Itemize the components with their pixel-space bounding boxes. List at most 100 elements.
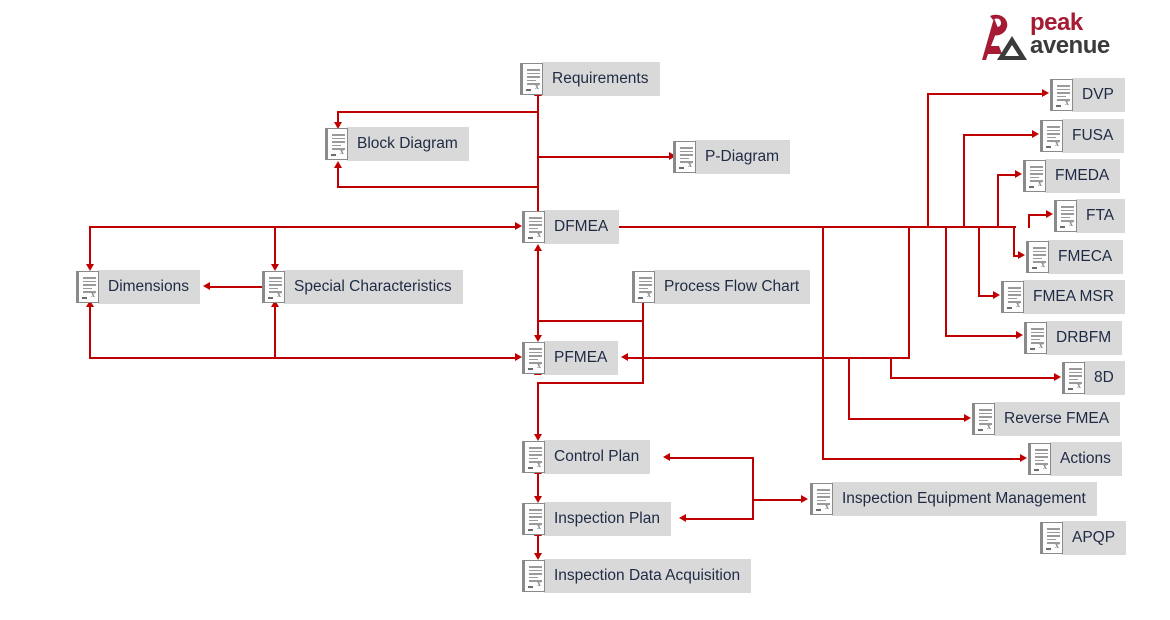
edge-dfmea-fmeca-riser (1013, 226, 1015, 256)
node-label: Block Diagram (347, 127, 469, 161)
node-fusa[interactable]: x FUSA (1040, 119, 1125, 153)
edge-dfmea-pdiagram (537, 156, 671, 158)
document-icon: x (522, 342, 545, 374)
logo-text-peak: peak (1030, 9, 1083, 36)
arrowhead-actions (1020, 453, 1027, 462)
document-icon: x (1026, 241, 1049, 273)
document-icon: x (1028, 443, 1051, 475)
edge-pfmea-special-characteristics (274, 307, 276, 357)
node-label: Inspection Equipment Management (832, 482, 1097, 516)
document-icon: x (810, 483, 833, 515)
node-label: DFMEA (544, 210, 620, 244)
arrowhead-fta (1046, 209, 1053, 218)
arrowhead-fmeca (1018, 250, 1025, 259)
node-fta[interactable]: x FTA (1054, 199, 1126, 233)
peak-avenue-logo: peak avenue (968, 9, 1128, 66)
node-label: FTA (1076, 199, 1126, 233)
node-p-diagram[interactable]: x P-Diagram (673, 140, 791, 174)
edge-iem-inspectionplan (686, 518, 754, 520)
edge-dfmea-fmeca (1013, 255, 1020, 257)
node-dimensions[interactable]: x Dimensions (76, 270, 200, 304)
document-icon: x (520, 63, 543, 95)
node-label: Actions (1050, 442, 1122, 476)
node-inspection-data-acquisition[interactable]: x Inspection Data Acquisition (522, 559, 752, 593)
node-control-plan[interactable]: x Control Plan (522, 440, 651, 474)
node-inspection-equipment-management[interactable]: x Inspection Equipment Management (810, 482, 1097, 516)
node-label: Inspection Data Acquisition (544, 559, 752, 593)
node-requirements[interactable]: x Requirements (520, 62, 660, 96)
edge-dfmea-drbfm-riser (945, 226, 947, 336)
node-apqp[interactable]: x APQP (1040, 521, 1127, 555)
node-label: Reverse FMEA (994, 402, 1121, 436)
arrowhead-pfmea-left (515, 352, 522, 361)
arrowhead-block-diagram (333, 122, 342, 129)
edge-blockdiagram-dfmea-bottom (337, 186, 538, 188)
node-pfmea[interactable]: x PFMEA (522, 341, 619, 375)
document-icon: x (76, 271, 99, 303)
arrowhead-iem (801, 494, 808, 503)
node-label: Special Characteristics (284, 270, 463, 304)
edge-blockdiagram-riser (337, 168, 339, 188)
document-icon: x (1062, 362, 1085, 394)
node-block-diagram[interactable]: x Block Diagram (325, 127, 469, 161)
edge-inspectionplan-inspectiondata (537, 536, 539, 557)
document-icon: x (522, 211, 545, 243)
arrowhead-inspection-data-down (533, 553, 542, 560)
edge-dfmea-fmeda-riser (997, 174, 999, 228)
edge-dfmea-dimensions (89, 226, 91, 265)
node-label: FMEA MSR (1023, 280, 1125, 314)
arrowhead-fmea-msr (993, 290, 1000, 299)
node-fmeda[interactable]: x FMEDA (1023, 159, 1121, 193)
edge-iem-controlplan (670, 457, 754, 459)
node-label: FUSA (1062, 119, 1125, 153)
edge-processflow-pfmea-bottom (537, 382, 644, 384)
node-label: Control Plan (544, 440, 651, 474)
node-label: Inspection Plan (544, 502, 671, 536)
edge-bus-dfmea-left (89, 226, 519, 228)
node-fmea-msr[interactable]: x FMEA MSR (1001, 280, 1125, 314)
edge-processflow-drop (642, 320, 644, 384)
edge-pfmea-dimensions (89, 307, 91, 357)
node-actions[interactable]: x Actions (1028, 442, 1122, 476)
document-icon: x (522, 441, 545, 473)
document-icon: x (1050, 79, 1073, 111)
node-label: DRBFM (1046, 321, 1123, 355)
document-icon: x (673, 141, 696, 173)
document-icon: x (262, 271, 285, 303)
edge-pfmea-actions (822, 458, 1022, 460)
node-special-characteristics[interactable]: x Special Characteristics (262, 270, 463, 304)
edge-iem-branch (752, 457, 754, 520)
node-dvp[interactable]: x DVP (1050, 78, 1125, 112)
node-reverse-fmea[interactable]: x Reverse FMEA (972, 402, 1121, 436)
document-icon: x (1023, 160, 1046, 192)
edge-dfmea-fusa-riser (963, 134, 965, 228)
node-label: DVP (1072, 78, 1125, 112)
node-label: Requirements (542, 62, 660, 96)
edge-bus-link-822 (822, 226, 824, 359)
edge-bus-pfmea-left (89, 357, 519, 359)
arrowhead-8d (1054, 372, 1061, 381)
edge-dfmea-dvp-riser (927, 93, 929, 228)
edge-pfmea-reversefmea-riser (848, 357, 850, 419)
arrowhead-pfmea-right (621, 352, 628, 361)
node-fmeca[interactable]: x FMECA (1026, 240, 1124, 274)
node-process-flow-chart[interactable]: x Process Flow Chart (632, 270, 811, 304)
arrowhead-dfmea-up (533, 244, 542, 251)
edge-bus-link-910 (908, 226, 910, 359)
edge-dfmea-blockdiagram-top (337, 111, 538, 113)
edge-pfmea-8d-riser (890, 357, 892, 378)
edge-dfmea-fmeamsr (978, 295, 995, 297)
node-dfmea[interactable]: x DFMEA (522, 210, 620, 244)
node-8d[interactable]: x 8D (1062, 361, 1125, 395)
node-drbfm[interactable]: x DRBFM (1024, 321, 1123, 355)
edge-pfmea-reversefmea (848, 418, 966, 420)
node-inspection-plan[interactable]: x Inspection Plan (522, 502, 671, 536)
edge-dfmea-fmeda (997, 174, 1017, 176)
edge-bus-dfmea-right (607, 226, 1016, 228)
node-label: APQP (1062, 521, 1127, 555)
arrowhead-inspection-plan-left (679, 513, 686, 522)
document-icon: x (522, 560, 545, 592)
arrowhead-pfmea-down (533, 335, 542, 342)
node-label: Dimensions (98, 270, 200, 304)
